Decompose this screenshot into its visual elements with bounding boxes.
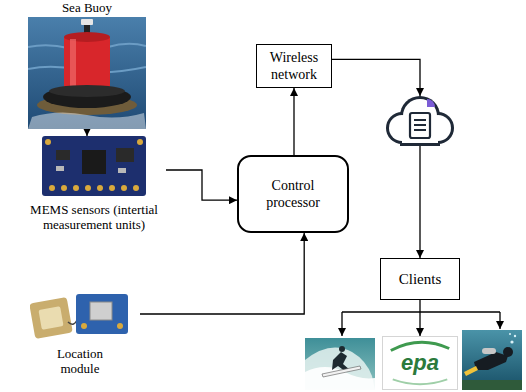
buoy-highlight — [70, 39, 76, 91]
pie-mark — [427, 99, 435, 107]
picture-caption: Sea Buoy — [62, 0, 112, 15]
chip — [82, 150, 106, 174]
diver-photo-part — [503, 347, 513, 357]
pin-hole — [81, 323, 87, 329]
diver-photo-part — [509, 333, 511, 335]
surfer-photo-part — [339, 346, 345, 352]
diver-photo-part — [474, 352, 508, 370]
connector-arrow — [293, 88, 294, 155]
mems-sensor-board: MEMS sensors (intertial measurement unit… — [22, 136, 166, 232]
pin-holes-part — [121, 185, 127, 191]
document-lines — [414, 120, 426, 130]
surfer-photo-part — [305, 367, 375, 390]
diver-photo-part — [514, 335, 516, 337]
fan-out-arrow — [499, 312, 500, 329]
pin-holes — [49, 185, 139, 191]
buoy-float-top — [49, 85, 125, 97]
cloud-fill — [389, 99, 451, 143]
box-label: Clients — [399, 271, 442, 288]
mems-sensor-board-picture — [42, 136, 146, 196]
surfer-photo-part — [305, 338, 375, 390]
gps-module-picture — [30, 284, 130, 342]
connector-arrow — [166, 170, 237, 200]
process-box: Control processor — [237, 155, 349, 233]
process-box: Wireless network — [256, 44, 332, 88]
pin-holes-part — [49, 185, 55, 191]
process-box: Clients — [380, 258, 460, 300]
epa-logo: epa — [382, 336, 458, 390]
diver-photo-part — [510, 340, 513, 343]
box-label: Control processor — [245, 177, 341, 211]
diver-photo-part — [464, 366, 478, 376]
cloud-icon — [378, 84, 462, 150]
gps-chip — [90, 302, 112, 320]
cloud-outline — [386, 96, 454, 146]
box-label: Wireless network — [263, 49, 325, 83]
component — [118, 168, 126, 173]
diver-photo-part — [482, 348, 496, 354]
pin-holes-part — [73, 185, 79, 191]
buoy-body — [64, 37, 110, 93]
pin-holes-part — [61, 185, 67, 191]
diver-photo-part — [462, 330, 522, 390]
pin-hole — [117, 323, 123, 329]
foam — [28, 112, 146, 129]
buoy-light — [81, 19, 93, 25]
buoy-float — [43, 86, 131, 108]
picture-caption: MEMS sensors (intertial measurement unit… — [22, 202, 166, 232]
patch-antenna — [30, 297, 73, 339]
pin-holes-part — [133, 185, 139, 191]
mount-hole — [45, 139, 51, 145]
buoy-photo-picture — [28, 17, 146, 129]
sea — [28, 17, 146, 129]
gps-board — [76, 294, 128, 334]
surfer-photo — [305, 338, 375, 390]
pin-holes-part — [97, 185, 103, 191]
swoosh — [393, 379, 448, 384]
component — [56, 166, 64, 171]
connector-arrow — [140, 233, 304, 314]
surfer-photo-part — [305, 348, 375, 391]
connector-arrow — [419, 300, 420, 336]
connector-arrow — [86, 129, 87, 136]
antenna-face — [38, 306, 63, 330]
diver-photo — [462, 330, 522, 390]
fan-out-line — [342, 311, 500, 312]
surfer-photo-part — [322, 366, 361, 377]
diver-photo-part — [462, 380, 522, 390]
buoy-photo: Sea Buoy — [28, 0, 146, 129]
logo-text: epa — [401, 351, 439, 375]
pin-holes-part — [85, 185, 91, 191]
fan-out-arrow — [341, 312, 342, 336]
mount-hole — [137, 139, 143, 145]
circuit-board — [42, 136, 146, 196]
chip — [56, 150, 70, 160]
swoosh — [391, 342, 449, 350]
picture-caption: Location module — [45, 346, 115, 376]
pin-holes-part — [109, 185, 115, 191]
chip — [116, 148, 134, 162]
document-icon — [410, 113, 430, 138]
arrowhead — [416, 88, 424, 96]
gps-module: Location module — [20, 284, 140, 376]
